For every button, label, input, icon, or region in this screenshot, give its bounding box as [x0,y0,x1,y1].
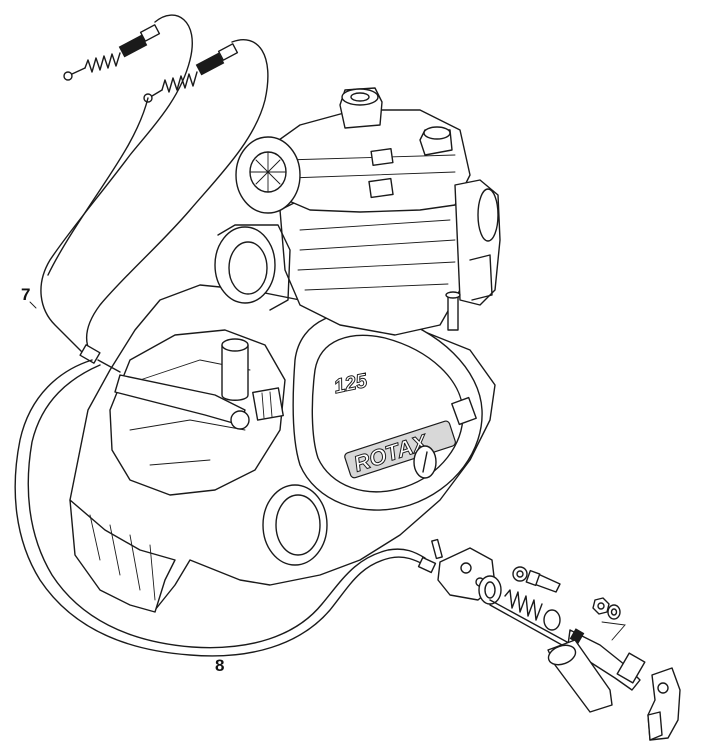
actuator-parts [431,538,681,741]
callout-7-leader [29,301,37,309]
pin [431,538,443,560]
cable-assembly-8 [14,359,437,657]
breather-tube [221,344,249,401]
cable-7-ferrule [79,344,101,364]
washer [512,566,528,582]
cable-end-upper-right [143,43,239,103]
exhaust-port [214,226,276,304]
crankcase-foot [69,499,176,613]
callout-8: 8 [215,656,225,675]
cable-7-sheath-a [40,14,193,356]
callout-7: 7 [21,285,31,304]
cable-7-sheath-b [85,39,269,353]
cable-assembly-7 [40,14,269,373]
arm-pivot [230,410,250,430]
output-shaft-housing [262,484,328,566]
cable-8-ferrule [417,556,437,574]
nut [592,597,610,615]
cable-8-sheath [14,359,426,657]
brand-badge [344,420,456,479]
small-emblem [451,396,477,426]
engine-assembly: ROTAX 125 [69,87,501,613]
o-ring [478,575,502,605]
cable-bracket [252,387,284,421]
cable-end-upper-left [63,24,161,81]
return-spring [504,589,543,621]
stud [447,294,459,331]
